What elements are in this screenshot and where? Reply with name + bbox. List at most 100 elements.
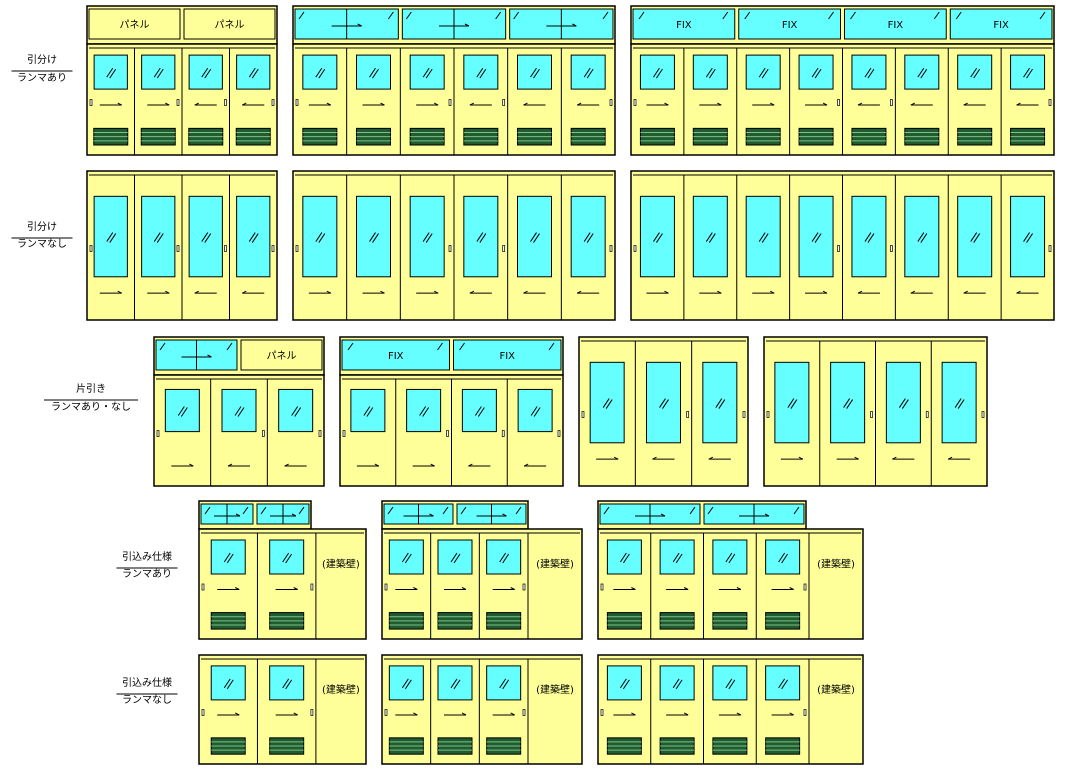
slide-arrow-head: [284, 463, 289, 467]
door-pull: [803, 709, 807, 716]
glass-hatch: [728, 553, 736, 564]
glass-hatch: [474, 406, 482, 416]
slide-arrow-head: [857, 290, 863, 294]
glass-hatch: [450, 552, 458, 563]
glass-hatch: [605, 399, 613, 409]
slide-arrow-head: [227, 463, 233, 467]
glass-hatch: [708, 68, 716, 79]
transom-fix-glass: [738, 8, 841, 40]
glass-pane: [210, 539, 246, 575]
door-pull: [600, 709, 604, 716]
door-leaf: [89, 54, 129, 146]
door-pull: [201, 709, 205, 716]
glass-pane: [517, 195, 552, 278]
glass-hatch: [662, 399, 669, 409]
door-leaf: [201, 665, 246, 755]
glass-hatch: [533, 233, 540, 243]
glass-pane: [236, 54, 271, 90]
glass-pane: [406, 388, 442, 433]
door-pull: [176, 245, 180, 252]
transom-panel-label: パネル: [215, 19, 245, 31]
slide-arrow-head: [683, 712, 689, 716]
door-pull: [609, 99, 613, 106]
elevation-hikikomi-nashi-2: (建築壁): [198, 654, 367, 765]
door-leaf: [650, 659, 695, 764]
slide-arrow-head: [468, 463, 473, 467]
door-pull: [557, 430, 561, 437]
glass-pane: [141, 195, 176, 278]
glass-hatch: [404, 553, 412, 564]
slide-arrow-head: [380, 102, 385, 106]
glass-pane: [517, 54, 552, 90]
glass-pane: [164, 388, 200, 433]
door-pull: [342, 430, 346, 437]
transom-panel: [183, 8, 276, 40]
door-leaf: [399, 48, 452, 155]
glass-hatch: [419, 406, 427, 416]
glass-hatch: [970, 232, 978, 242]
slide-arrow-head: [326, 290, 332, 294]
slide-arrow-head: [523, 290, 528, 294]
door-pull: [1048, 99, 1052, 106]
glass-pane: [692, 195, 728, 278]
glass-hatch: [347, 342, 354, 351]
glass-hatch: [1026, 68, 1033, 79]
glass-hatch: [781, 553, 789, 564]
glass-hatch: [583, 67, 591, 78]
glass-hatch: [675, 553, 683, 564]
glass-hatch: [251, 68, 259, 79]
glass-hatch: [843, 398, 851, 408]
row-subtitle: ランマあり: [17, 72, 67, 84]
row-title: 引分け: [27, 221, 57, 233]
door-pull: [502, 245, 506, 252]
door-leaf: [229, 175, 275, 320]
glass-pane: [486, 665, 522, 701]
door-pull: [156, 430, 160, 437]
door-leaf: [819, 341, 873, 486]
glass-pane: [745, 54, 781, 90]
glass-hatch: [811, 232, 819, 242]
door-pull: [384, 709, 388, 716]
door-leaf: [947, 175, 993, 320]
door-leaf: [346, 175, 391, 320]
transom-fix-glass: [453, 339, 562, 371]
slide-arrow-head: [963, 102, 968, 106]
door-leaf: [633, 54, 675, 146]
slide-arrow-head: [664, 102, 669, 106]
glass-hatch: [404, 679, 412, 690]
slide-arrow-head: [736, 712, 742, 716]
transom-panel: [88, 8, 181, 40]
door-leaf: [453, 48, 506, 155]
door-pull: [837, 245, 840, 252]
glass-pane: [702, 361, 738, 444]
glass-hatch: [153, 232, 161, 242]
door-leaf: [1000, 175, 1052, 320]
slide-arrow-head: [293, 712, 298, 716]
glass-hatch: [502, 553, 510, 564]
glass-hatch: [850, 11, 856, 20]
glass-hatch: [722, 11, 729, 20]
glass-hatch: [548, 342, 555, 351]
door-leaf: [478, 533, 526, 639]
door-pull: [837, 99, 840, 106]
glass-hatch: [725, 678, 733, 689]
glass-pane: [437, 665, 473, 701]
glass-hatch: [744, 11, 751, 20]
transom-cell: FIX: [453, 339, 562, 371]
door-pull: [1048, 245, 1052, 252]
glass-hatch: [109, 68, 117, 79]
door-pull: [446, 430, 449, 437]
door-leaf: [210, 379, 265, 486]
door-pull: [318, 430, 322, 437]
door-pull: [633, 245, 637, 252]
elevation-hikiwake-nashi-4: [86, 170, 278, 321]
door-leaf: [430, 659, 473, 764]
glass-pane: [957, 195, 993, 278]
glass-hatch: [437, 342, 443, 351]
glass-hatch: [970, 67, 978, 78]
glass-hatch: [864, 67, 872, 78]
door-leaf: [842, 48, 893, 155]
door-pull: [310, 583, 314, 591]
slide-arrow-head: [769, 290, 775, 294]
